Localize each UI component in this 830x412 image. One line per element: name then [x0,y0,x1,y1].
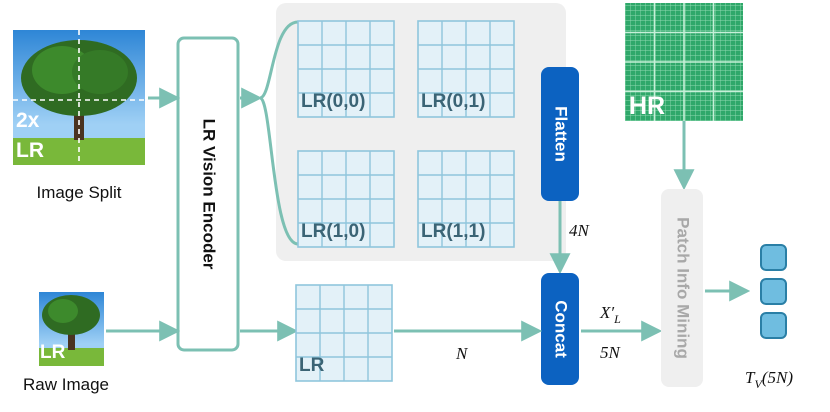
patch-info-mining-box [661,189,703,387]
tile-lr-1-1: LR(1,1) [417,150,515,248]
image-split-thumbnail [13,30,145,165]
tile-lr-0-0-label: LR(0,0) [301,91,365,112]
tile-brace [258,20,299,246]
tile-lr-1-1-label: LR(1,1) [421,221,485,242]
concat-box [541,273,579,385]
tile-layer: LR(0,0) LR(0,1) LR(1,0) LR(1,1) LR [295,20,515,382]
flatten-box [541,67,579,201]
hr-patch-label: HR [629,92,665,120]
tile-lr-0-0: LR(0,0) [297,20,395,118]
hr-patch [625,3,743,121]
concat-output-annotation-bottom: 5N [600,343,622,362]
tile-lr-1-0-label: LR(1,0) [301,221,365,242]
tokens-annotation: TV(5N) [745,368,793,391]
image-split-overlay-2x: 2x [16,109,40,132]
concat-label: Concat [552,300,571,358]
global-lr-patch-label: LR [299,355,325,376]
flatten-label: Flatten [552,106,571,162]
image-split-overlay-lr: LR [16,139,44,162]
global-lr-patch: LR [295,284,393,382]
patch-info-mining-label: Patch Info Mining [674,217,693,359]
raw-image-label: Raw Image [23,375,109,394]
raw-image-overlay-lr: LR [40,342,66,363]
token-1 [760,244,787,271]
tile-lr-0-1: LR(0,1) [417,20,515,118]
token-2 [760,278,787,305]
lr-vision-encoder-box [176,36,240,352]
lr-vision-encoder-label: LR Vision Encoder [200,119,219,270]
image-split-label: Image Split [36,183,121,202]
global-lr-output-annotation: N [455,344,469,363]
concat-output-annotation-top: X′L [599,303,621,326]
token-3 [760,312,787,339]
raw-image-thumbnail [39,292,104,366]
tile-lr-0-1-label: LR(0,1) [421,91,485,112]
tile-lr-1-0: LR(1,0) [297,150,395,248]
flatten-output-annotation: 4N [569,221,591,240]
